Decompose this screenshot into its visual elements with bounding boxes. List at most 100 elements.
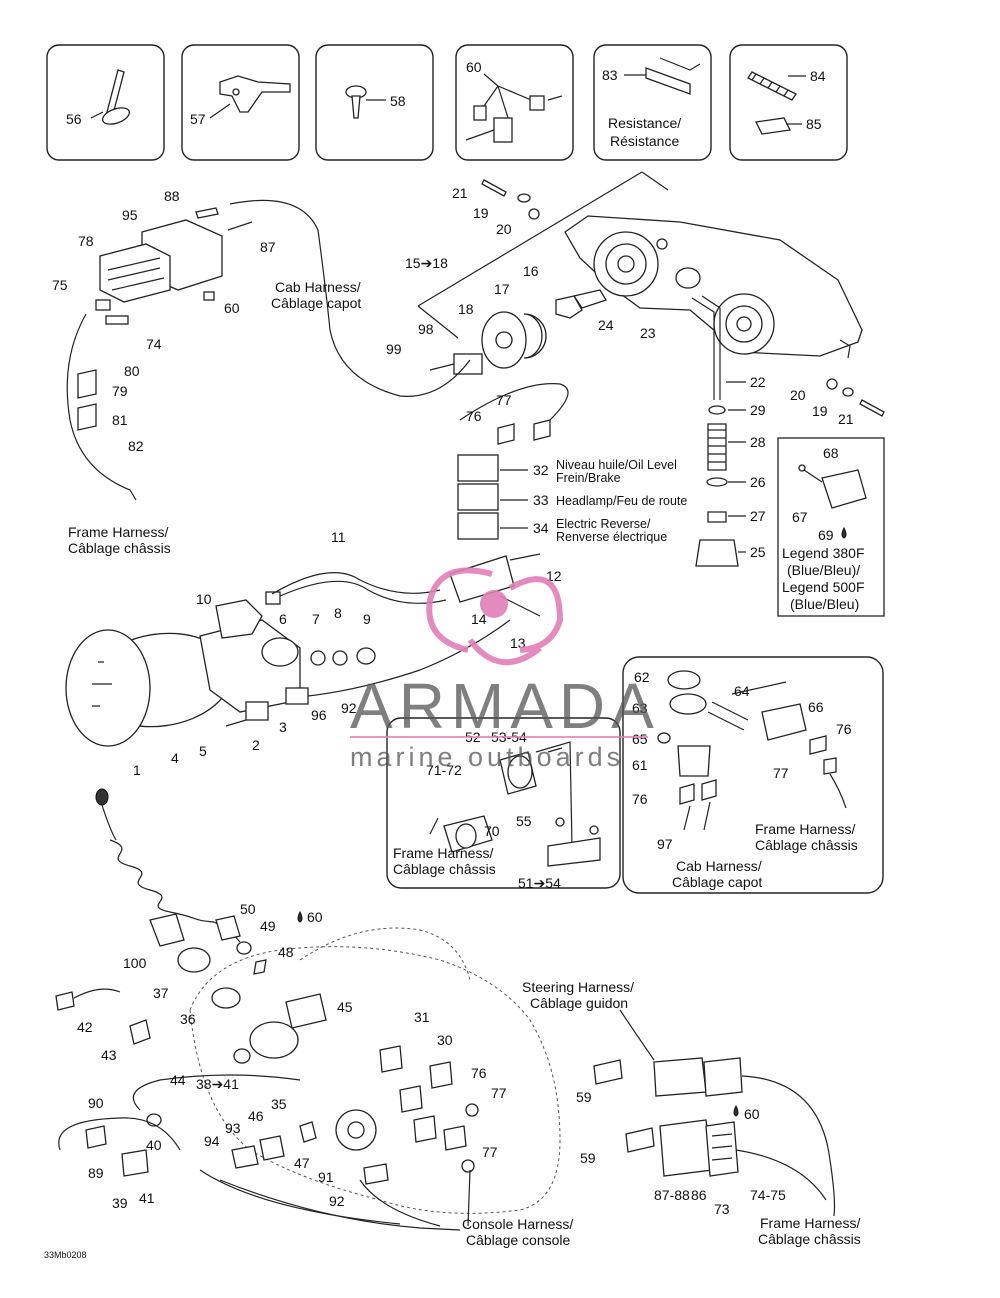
- callout-85: 85: [806, 116, 822, 132]
- callout-77-b: 77: [773, 765, 789, 781]
- callout-27: 27: [750, 508, 766, 524]
- callout-16: 16: [523, 263, 539, 279]
- callout-38-41: 38➔41: [196, 1076, 239, 1092]
- callout-97: 97: [657, 836, 673, 852]
- steering-harness: Steering Harness/: [522, 979, 634, 995]
- box-resistance: 83 Resistance/ Résistance: [593, 44, 712, 161]
- callout-60-a: 60: [466, 59, 482, 75]
- callout-60-d: 60: [744, 1106, 760, 1122]
- callout-98: 98: [418, 321, 434, 337]
- callout-89: 89: [88, 1165, 104, 1181]
- console-dashed-outline: [189, 927, 561, 1214]
- callout-74: 74: [146, 336, 162, 352]
- callout-77-d: 77: [482, 1144, 498, 1160]
- callout-92-b: 92: [329, 1193, 345, 1209]
- callout-64: 64: [734, 683, 750, 699]
- callout-84: 84: [810, 68, 826, 84]
- callout-34: 34: [533, 520, 549, 536]
- callout-48: 48: [278, 944, 294, 960]
- console-parts: [55, 913, 479, 1231]
- switch-34-label: Electric Reverse/: [556, 517, 651, 531]
- callout-2: 2: [252, 737, 260, 753]
- callout-20-a: 20: [496, 221, 512, 237]
- callout-78: 78: [78, 233, 94, 249]
- legend-500: Legend 500F: [782, 579, 865, 595]
- callout-50: 50: [240, 901, 256, 917]
- callout-46: 46: [248, 1108, 264, 1124]
- callout-91: 91: [318, 1169, 334, 1185]
- callout-14: 14: [471, 611, 487, 627]
- callout-79: 79: [112, 383, 128, 399]
- switch-33-label: Headlamp/Feu de route: [556, 494, 687, 508]
- callout-19-b: 19: [812, 403, 828, 419]
- callout-77-c: 77: [491, 1085, 507, 1101]
- callout-31: 31: [414, 1009, 430, 1025]
- callout-37: 37: [153, 985, 169, 1001]
- frame-harness-3: Frame Harness/: [755, 821, 855, 837]
- bolts-right: [826, 378, 885, 417]
- callout-81: 81: [112, 412, 128, 428]
- switch-32-label: Niveau huile/Oil Level: [556, 458, 677, 472]
- console-harness: Console Harness/: [462, 1216, 573, 1232]
- frame-harness-1: Frame Harness/: [68, 524, 168, 540]
- bolt-21-top: [481, 179, 540, 220]
- box-sleeves: 84 85: [729, 44, 848, 161]
- callout-51-54: 51➔54: [518, 875, 561, 891]
- watermark-brand: ARMADA: [350, 670, 660, 742]
- callout-11: 11: [331, 529, 346, 545]
- callout-100: 100: [123, 955, 147, 971]
- callout-20-b: 20: [790, 387, 806, 403]
- callout-87: 87: [260, 239, 276, 255]
- callout-76-d: 76: [471, 1065, 487, 1081]
- callout-39: 39: [112, 1195, 128, 1211]
- callout-59-a: 59: [576, 1089, 592, 1105]
- callout-47: 47: [294, 1155, 310, 1171]
- callout-10: 10: [196, 591, 212, 607]
- box-connectors: 60: [455, 44, 574, 161]
- callout-40: 40: [146, 1137, 162, 1153]
- callout-6: 6: [279, 611, 287, 627]
- switch-34-label-b: Renverse électrique: [556, 530, 667, 544]
- callout-36: 36: [180, 1011, 196, 1027]
- legend-500-color: (Blue/Bleu): [790, 596, 859, 612]
- frame-harness-1-fr: Câblage châssis: [68, 540, 171, 556]
- callout-8: 8: [334, 605, 342, 621]
- callout-19-a: 19: [473, 205, 489, 221]
- armada-logo-icon: [426, 567, 564, 666]
- resistance-label: Resistance/: [608, 115, 681, 131]
- callout-95: 95: [122, 207, 138, 223]
- box-tie-wrap: 56: [46, 44, 165, 161]
- callout-92-a: 92: [341, 700, 357, 716]
- headlamp-housing: [564, 215, 863, 359]
- box-bracket: 57: [181, 44, 300, 161]
- callout-65: 65: [632, 731, 648, 747]
- callout-76-b: 76: [836, 721, 852, 737]
- callout-55: 55: [516, 813, 532, 829]
- callout-26: 26: [750, 474, 766, 490]
- box-socket-parts: [622, 656, 884, 894]
- callout-67: 67: [792, 509, 808, 525]
- frame-harness-3-fr: Câblage châssis: [755, 837, 858, 853]
- callout-7: 7: [312, 611, 320, 627]
- cab-harness-1: Cab Harness/: [275, 279, 361, 295]
- frame-harness-2: Frame Harness/: [393, 845, 493, 861]
- callout-76-c: 76: [632, 791, 648, 807]
- diagram-code: 33Mb0208: [44, 1250, 87, 1260]
- callout-32: 32: [533, 462, 549, 478]
- callout-96: 96: [311, 707, 327, 723]
- cab-harness-2-fr: Câblage capot: [672, 874, 762, 890]
- frame-harness-2-fr: Câblage châssis: [393, 861, 496, 877]
- callout-76-a: 76: [466, 408, 482, 424]
- box-ignition-parts: [386, 717, 621, 889]
- callout-3: 3: [279, 719, 287, 735]
- callout-99: 99: [386, 341, 402, 357]
- steering-harness-fr: Câblage guidon: [530, 995, 628, 1011]
- callout-23: 23: [640, 325, 656, 341]
- frame-harness-4: Frame Harness/: [760, 1215, 860, 1231]
- callout-58: 58: [390, 93, 406, 109]
- cab-harness-2: Cab Harness/: [676, 858, 762, 874]
- callout-87-88: 87-88: [654, 1187, 690, 1203]
- callout-43: 43: [101, 1047, 117, 1063]
- callout-68: 68: [823, 445, 839, 461]
- callout-21-a: 21: [452, 185, 468, 201]
